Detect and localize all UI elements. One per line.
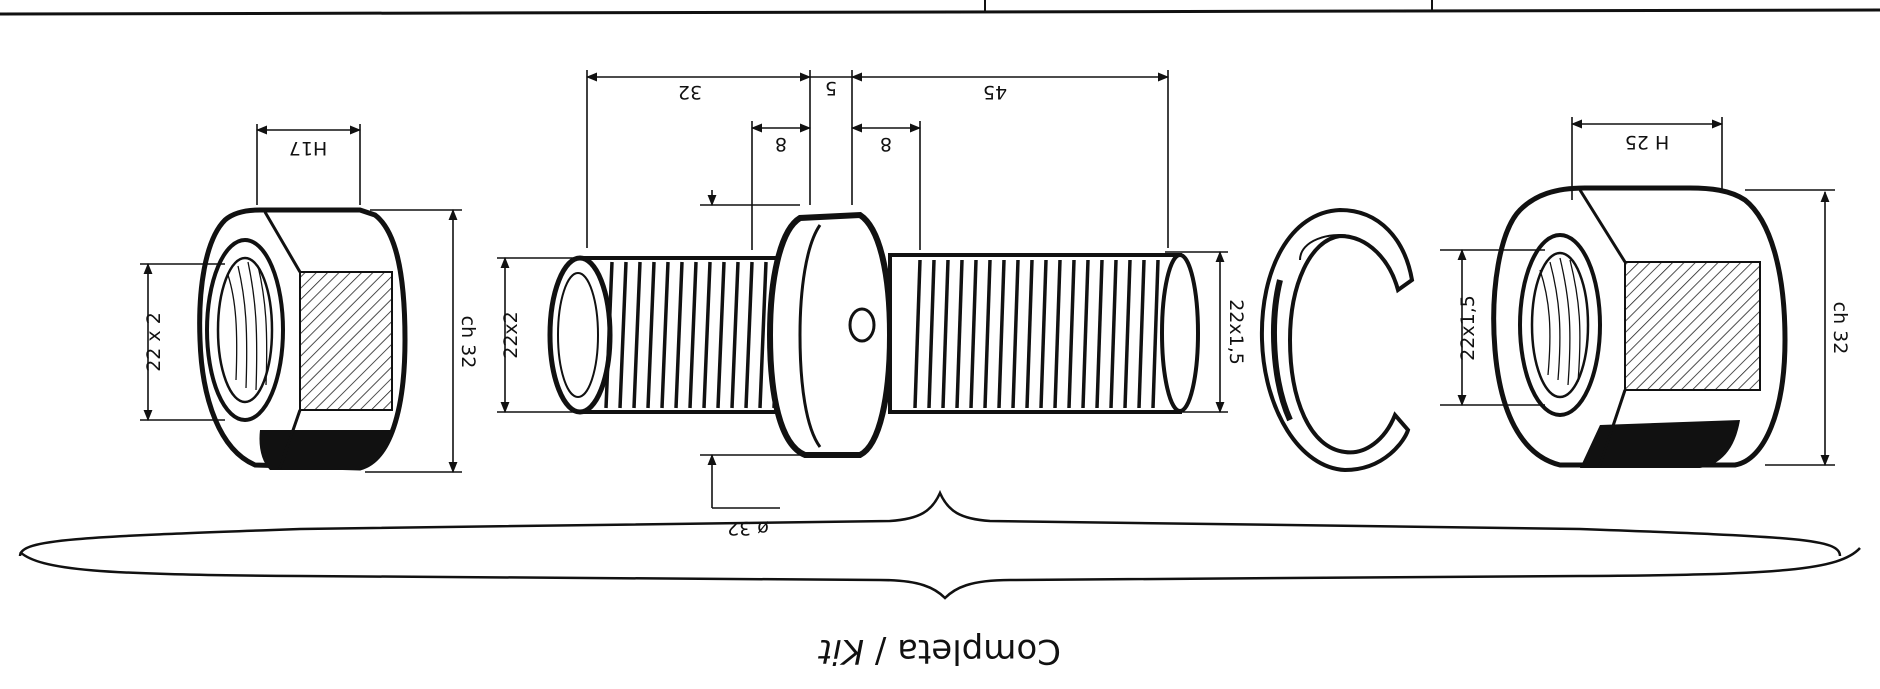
stud-right-length-label: 45 xyxy=(983,81,1007,103)
stud-diameter-label: ø 32 xyxy=(727,517,769,539)
left-nut-height-label: H17 xyxy=(289,137,327,159)
right-nut-height-label: H 25 xyxy=(1625,131,1670,153)
kit-brace xyxy=(18,489,1842,557)
stud-left-length-label: 32 xyxy=(678,81,702,103)
stud-left-ridges xyxy=(604,261,782,409)
stud-collar-label: 5 xyxy=(825,77,837,99)
kit-caption-prefix: Completa / xyxy=(864,631,1061,671)
stud-right-recess-label: 8 xyxy=(880,133,892,155)
right-nut-thread-label: 22x1,5 xyxy=(1457,295,1479,361)
left-nut-wrench-label: ch 32 xyxy=(457,316,479,369)
kit-caption: Completa / Kit xyxy=(817,631,1061,671)
diagram-content xyxy=(18,489,1842,557)
stud-right-ridges xyxy=(913,259,1160,409)
nut-right xyxy=(1491,185,1788,468)
split-washer xyxy=(1259,207,1415,473)
dimension-labels: 22 x 2 ch 32 H17 22x2 32 5 45 8 8 ø 32 2… xyxy=(143,77,1851,539)
kit-brace-screen xyxy=(19,547,1861,600)
stud-left-thread-label: 22x2 xyxy=(500,311,522,359)
stud-right-thread-label: 22x1,5 xyxy=(1225,299,1247,365)
dimension-lines xyxy=(140,70,1835,509)
right-nut-wrench-label: ch 32 xyxy=(1829,302,1851,355)
left-nut-thread-label: 22 x 2 xyxy=(143,312,165,372)
kit-caption-italic: Kit xyxy=(817,631,864,671)
stud-left-recess-label: 8 xyxy=(775,133,787,155)
top-frame xyxy=(0,0,1880,16)
nut-left-overlay xyxy=(197,207,408,471)
stud-overlay xyxy=(547,211,1200,458)
